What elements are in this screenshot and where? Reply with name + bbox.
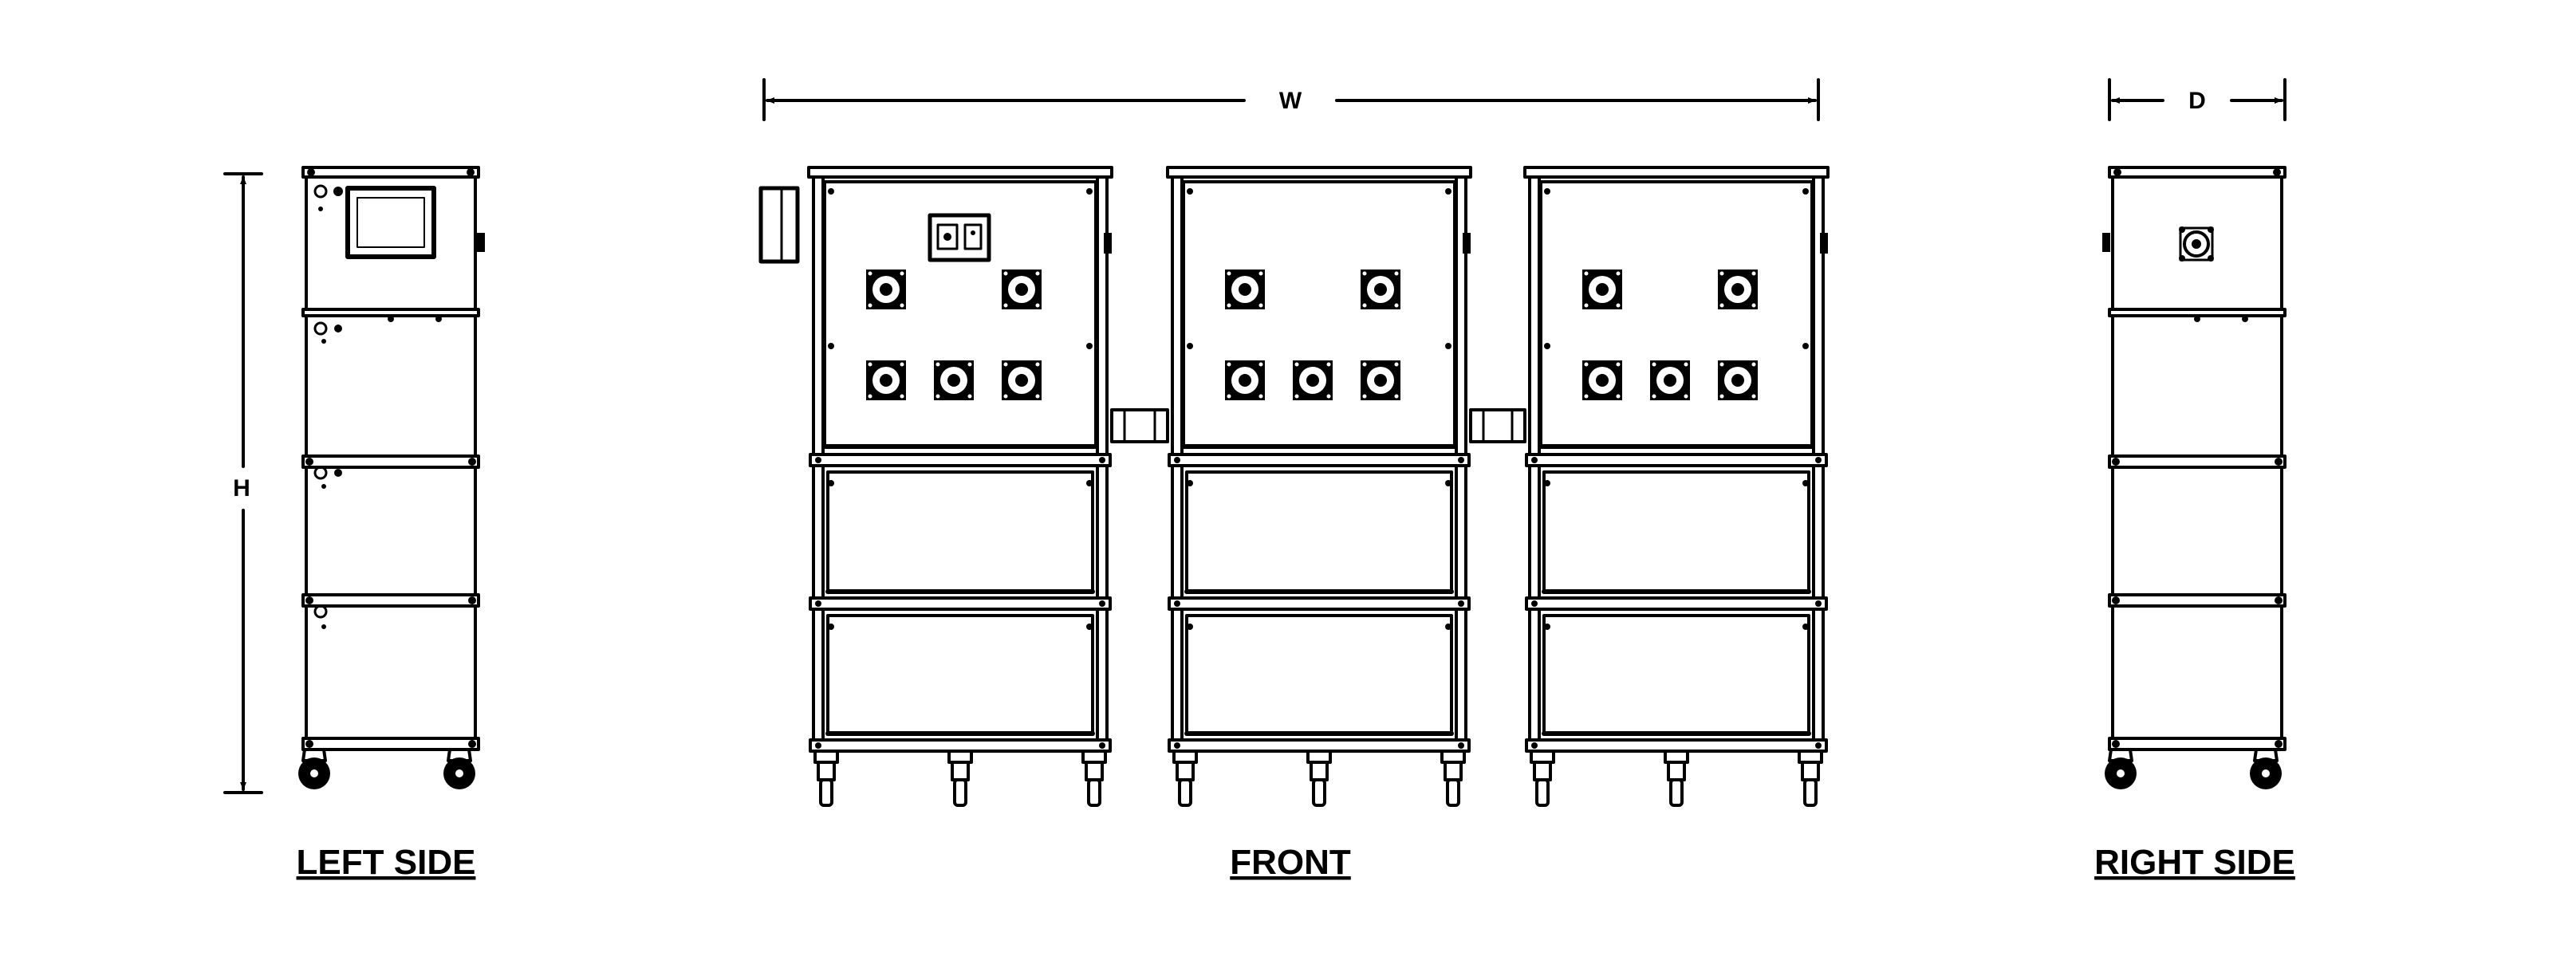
cabinet-unit-1	[809, 167, 1112, 805]
width-dimension: W	[762, 78, 1820, 121]
exhaust-fan-icon	[2179, 226, 2214, 262]
outlet-panel	[928, 213, 991, 262]
right-side-caption: RIGHT SIDE	[2094, 843, 2295, 882]
width-label: W	[1279, 88, 1302, 114]
depth-label: D	[2188, 88, 2206, 114]
right-side-view: D RIGHT SIDE	[2094, 78, 2295, 882]
power-inlet-box	[758, 186, 800, 264]
unit-coupler-1	[1110, 408, 1169, 443]
height-label: H	[233, 475, 250, 502]
left-side-caption: LEFT SIDE	[297, 843, 476, 882]
right-cabinet	[2102, 167, 2285, 789]
cabinet-unit-3	[1525, 167, 1828, 805]
depth-dimension: D	[2108, 78, 2286, 121]
cabinet-unit-2	[1168, 167, 1471, 805]
front-view: W	[758, 78, 1828, 882]
height-dimension: H	[223, 172, 263, 794]
left-cabinet	[298, 167, 485, 789]
unit-coupler-2	[1469, 408, 1526, 443]
front-caption: FRONT	[1230, 843, 1351, 882]
left-side-view: H LEFT SIDE	[223, 167, 485, 882]
